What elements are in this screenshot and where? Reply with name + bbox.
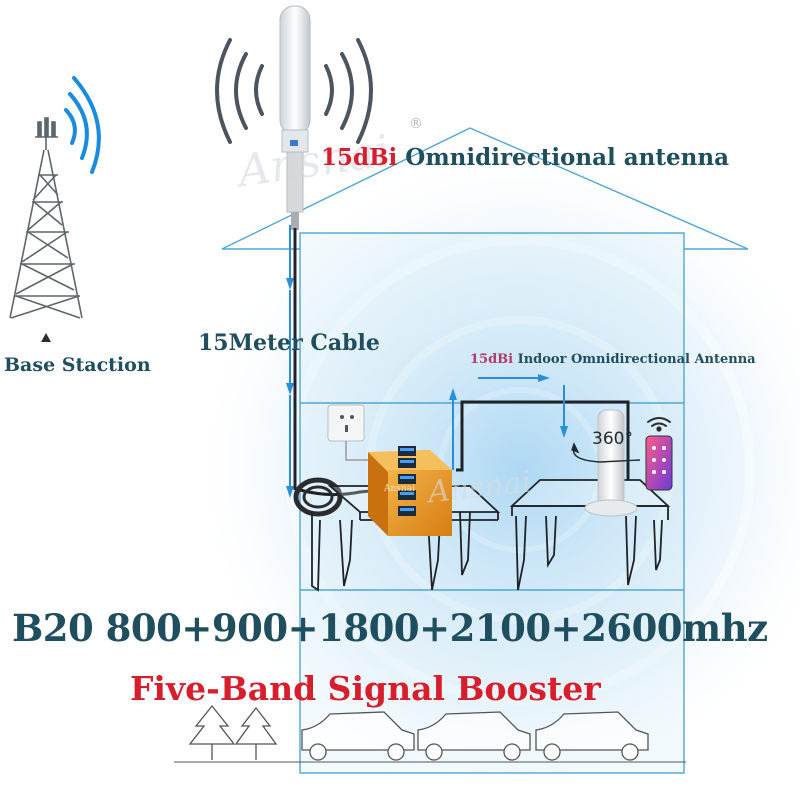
signal-coverage-glow bbox=[190, 140, 800, 800]
signal-wave-icon bbox=[64, 76, 101, 174]
car-icon bbox=[417, 711, 531, 761]
cell-tower-icon bbox=[9, 117, 83, 319]
outdoor-antenna-name: Omnidirectional antenna bbox=[397, 144, 729, 171]
indoor-antenna-icon bbox=[584, 409, 638, 517]
cable-coil-icon bbox=[293, 477, 343, 517]
car-icon bbox=[301, 711, 415, 761]
rotation-arrow bbox=[571, 442, 641, 463]
wifi-icon bbox=[647, 417, 671, 432]
outdoor-antenna-label: 15dBi Omnidirectional antenna bbox=[321, 144, 729, 171]
booster-brand-mark: Ansnai bbox=[384, 484, 415, 494]
outdoor-antenna-gain: 15dBi bbox=[321, 144, 398, 171]
base-station-marker bbox=[41, 333, 51, 342]
smartphone-icon bbox=[645, 435, 673, 491]
indoor-antenna-label: 15dBi Indoor Omnidirectional Antenna bbox=[470, 352, 756, 367]
car-icon bbox=[535, 711, 649, 761]
indoor-antenna-gain: 15dBi bbox=[470, 352, 514, 367]
tree-icon bbox=[188, 704, 236, 760]
tree-icon bbox=[234, 706, 278, 760]
signal-flow-arrows bbox=[286, 225, 568, 498]
product-title: Five-Band Signal Booster bbox=[130, 669, 601, 708]
frequency-bands-label: B20 800+900+1800+2100+2600mhz bbox=[12, 606, 768, 650]
rotation-label: 360° bbox=[592, 429, 633, 449]
outdoor-antenna-icon bbox=[279, 5, 311, 230]
booster-icon bbox=[368, 446, 452, 536]
indoor-antenna-name: Indoor Omnidirectional Antenna bbox=[513, 352, 756, 367]
registered-mark: ® bbox=[409, 116, 423, 132]
cable-length-label: 15Meter Cable bbox=[198, 330, 380, 356]
outdoor-antenna-waves bbox=[215, 38, 373, 144]
base-station-label: Base Staction bbox=[4, 354, 151, 376]
